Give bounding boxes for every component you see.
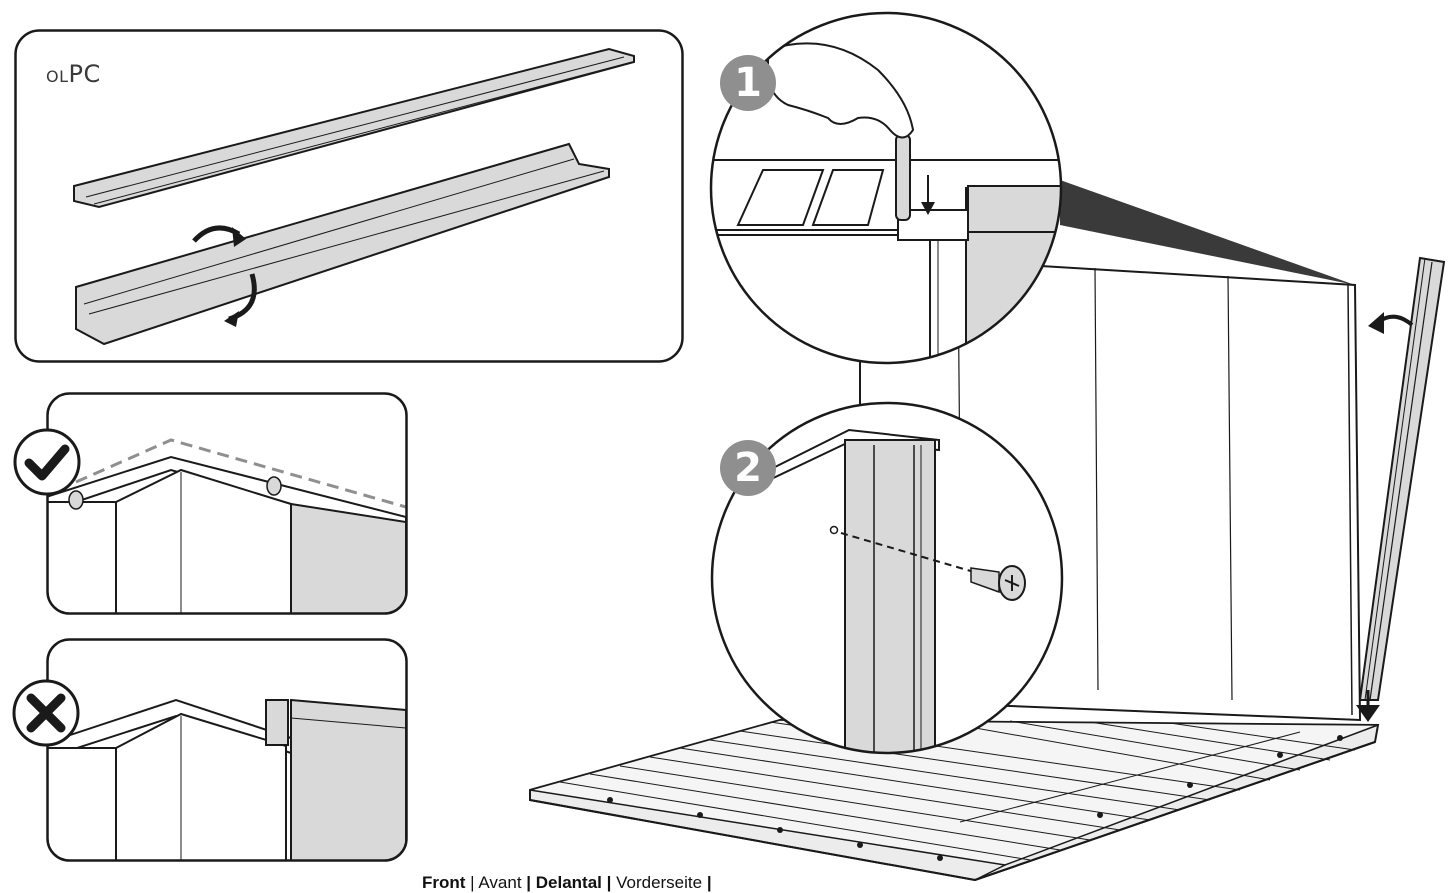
zoom-1-wedge	[1060, 180, 1355, 285]
panel-rails	[14, 29, 684, 363]
panel-label: OLPC	[46, 60, 101, 88]
shed-floor	[529, 718, 1380, 882]
panel-incorrect	[46, 638, 408, 862]
down-arrow-icon	[1356, 690, 1380, 722]
rail-lower	[75, 142, 610, 346]
step-badge-1: 1	[720, 55, 776, 111]
cross-icon	[12, 679, 80, 747]
panel-correct	[46, 392, 408, 615]
caption: Front | Avant | Delantal | Vorderseite |	[422, 873, 712, 892]
zoom-circle-1	[709, 11, 1063, 365]
screw-icon	[970, 565, 1026, 601]
hand-icon	[767, 42, 915, 139]
zoom-circle-2	[710, 401, 1064, 755]
side-post	[1358, 256, 1446, 701]
step-badge-2: 2	[720, 440, 776, 496]
rotate-arrow-icon	[192, 225, 257, 327]
rail-upper	[73, 47, 635, 209]
rotate-arrow-icon	[1368, 312, 1414, 334]
check-icon	[13, 428, 81, 496]
